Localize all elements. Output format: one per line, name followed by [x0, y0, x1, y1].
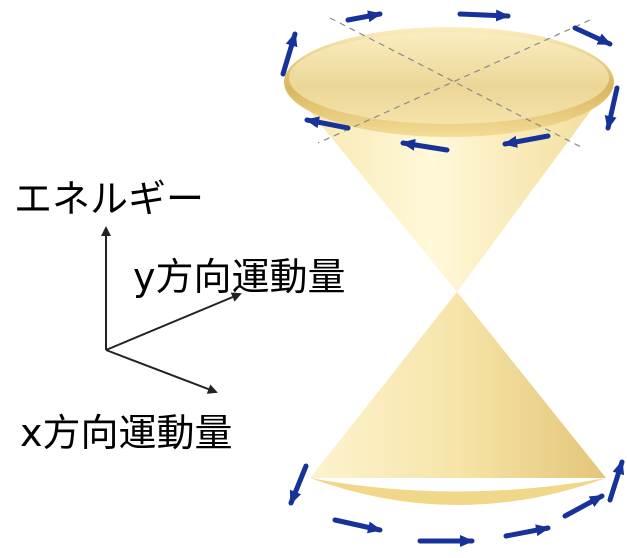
- y-momentum-axis-label: y方向運動量: [133, 255, 346, 299]
- upper-spin-arrows: [280, 9, 620, 153]
- coordinate-axes: [101, 226, 242, 394]
- spin-arrow-icon: [457, 9, 511, 22]
- spin-arrow-icon: [572, 25, 613, 47]
- lower-cone: [310, 292, 606, 505]
- spin-arrow-icon: [288, 463, 309, 506]
- spin-arrow-icon: [400, 138, 450, 153]
- lower-spin-arrows: [288, 459, 625, 547]
- spin-arrow-icon: [304, 116, 351, 131]
- spin-arrow-icon: [503, 524, 551, 539]
- spin-arrow-icon: [604, 85, 620, 131]
- py-axis: [105, 292, 242, 351]
- spin-arrow-icon: [502, 133, 551, 148]
- spin-arrow-icon: [562, 493, 605, 519]
- spin-arrow-icon: [280, 31, 298, 77]
- px-axis: [105, 349, 218, 394]
- spin-arrow-icon: [345, 10, 383, 23]
- spin-arrow-icon: [332, 517, 383, 534]
- energy-axis-label: エネルギー: [14, 177, 205, 221]
- spin-arrow-icon: [607, 459, 625, 503]
- x-momentum-axis-label: x方向運動量: [20, 411, 233, 455]
- upper-cone: [284, 17, 614, 292]
